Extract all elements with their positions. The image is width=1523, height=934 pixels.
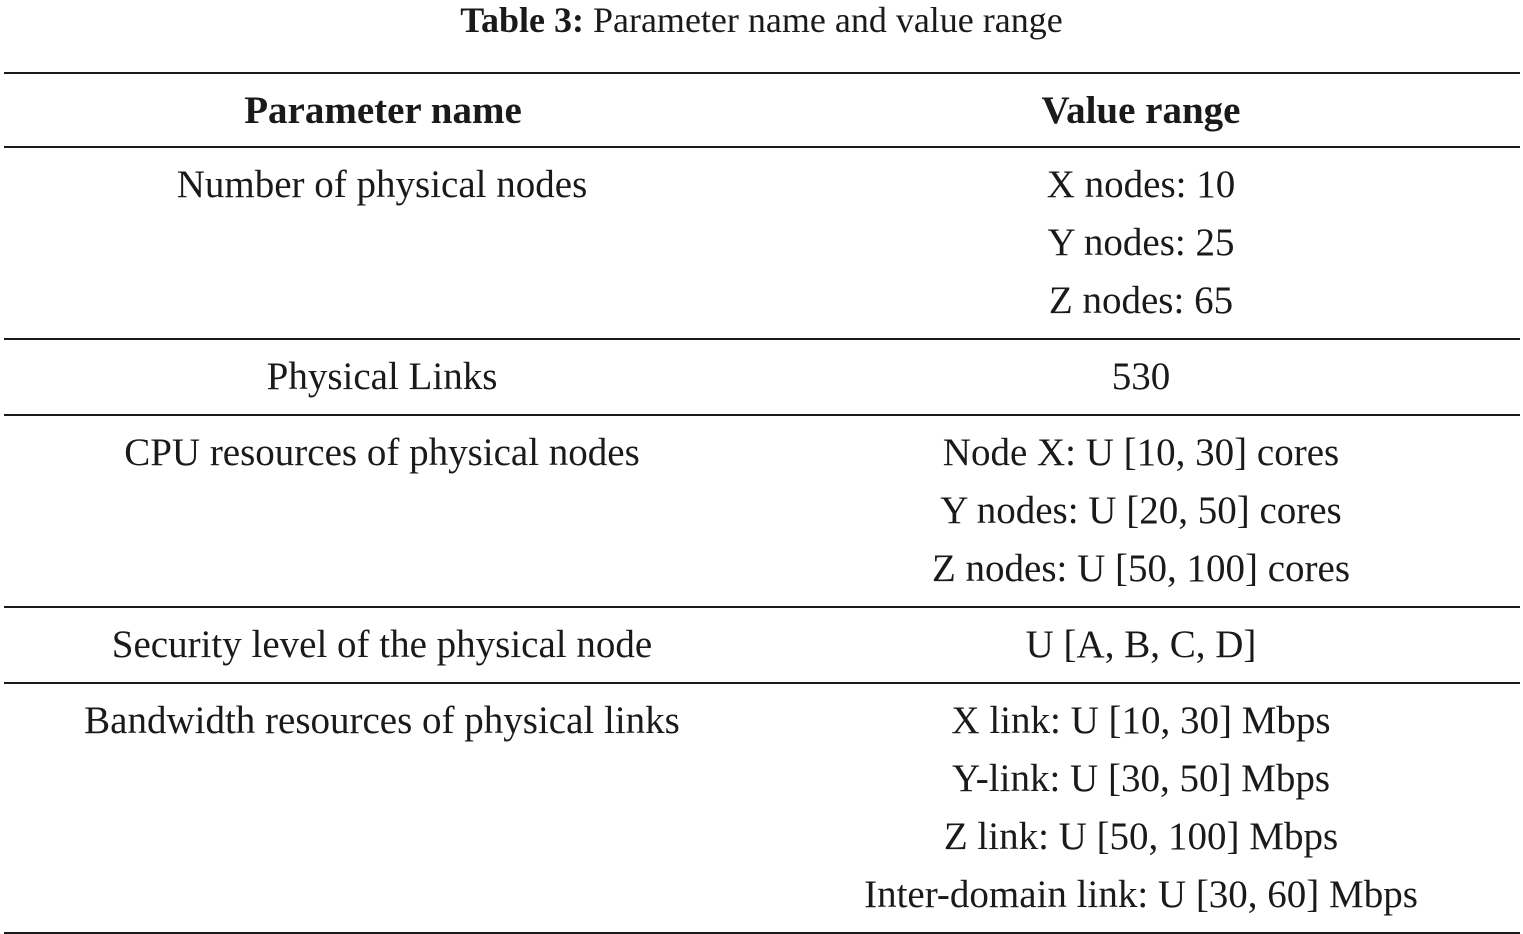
value-range-cell: U [A, B, C, D] [762, 607, 1520, 683]
table-header-row: Parameter name Value range [4, 73, 1520, 147]
value-line: Inter-domain link: U [30, 60] Mbps [864, 873, 1418, 916]
parameter-name: Number of physical nodes [176, 163, 588, 206]
table-header: Parameter name Value range [4, 73, 1520, 147]
table-row: CPU resources of physical nodes Node X: … [4, 415, 1520, 607]
value-line: X nodes: 10 [1046, 163, 1236, 206]
table-caption-label: Table 3: [460, 0, 584, 40]
parameter-name: Security level of the physical node [111, 623, 653, 666]
parameter-table: Parameter name Value range Number of phy… [4, 72, 1520, 934]
value-range-cell: X nodes: 10 Y nodes: 25 Z nodes: 65 [762, 147, 1520, 339]
parameter-name-cell: Physical Links [4, 339, 762, 415]
value-range-cell: 530 [762, 339, 1520, 415]
table-row: Physical Links 530 [4, 339, 1520, 415]
value-range-cell: Node X: U [10, 30] cores Y nodes: U [20,… [762, 415, 1520, 607]
value-line: Y nodes: U [20, 50] cores [940, 489, 1342, 532]
value-line: Z nodes: U [50, 100] cores [931, 547, 1351, 590]
column-header-value-range: Value range [1041, 88, 1241, 132]
value-line: Node X: U [10, 30] cores [942, 431, 1340, 474]
table-caption: Table 3: Parameter name and value range [0, 0, 1523, 42]
value-range-cell: X link: U [10, 30] Mbps Y-link: U [30, 5… [762, 683, 1520, 933]
parameter-table-container: Parameter name Value range Number of phy… [4, 72, 1520, 934]
value-line: Y-link: U [30, 50] Mbps [951, 757, 1331, 800]
value-line: 530 [1111, 355, 1171, 398]
table-row: Bandwidth resources of physical links X … [4, 683, 1520, 933]
value-line: U [A, B, C, D] [1025, 623, 1257, 666]
value-line: Y nodes: 25 [1047, 221, 1235, 264]
table-row: Security level of the physical node U [A… [4, 607, 1520, 683]
value-line: Z link: U [50, 100] Mbps [943, 815, 1339, 858]
parameter-name: CPU resources of physical nodes [124, 431, 640, 474]
parameter-name-cell: Security level of the physical node [4, 607, 762, 683]
parameter-name-cell: Number of physical nodes [4, 147, 762, 339]
table-row: Number of physical nodes X nodes: 10 Y n… [4, 147, 1520, 339]
table-body: Number of physical nodes X nodes: 10 Y n… [4, 147, 1520, 933]
parameter-name-cell: Bandwidth resources of physical links [4, 683, 762, 933]
value-line: X link: U [10, 30] Mbps [951, 699, 1331, 742]
parameter-name-cell: CPU resources of physical nodes [4, 415, 762, 607]
value-line: Z nodes: 65 [1048, 279, 1234, 322]
parameter-name: Bandwidth resources of physical links [84, 699, 680, 742]
column-header-parameter-name: Parameter name [244, 88, 522, 132]
table-caption-text: Parameter name and value range [583, 0, 1063, 40]
parameter-name: Physical Links [266, 355, 498, 398]
